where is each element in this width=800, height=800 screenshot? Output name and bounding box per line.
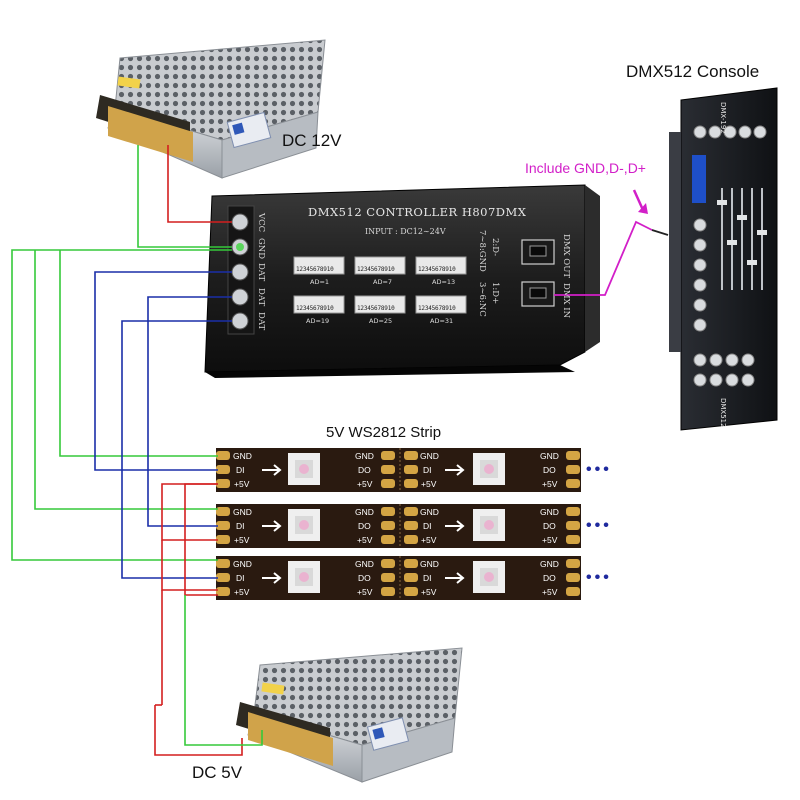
strip1-seg2-5v-in: +5V xyxy=(421,479,437,489)
dip-switches xyxy=(293,256,467,314)
strip3-seg2-5v-in: +5V xyxy=(421,587,437,597)
strip2-pin-do: DO xyxy=(358,521,371,531)
dmx-out-port xyxy=(521,239,555,265)
strip2-seg2-gnd-out: GND xyxy=(540,507,559,517)
label-dc12v: DC 12V xyxy=(282,131,342,150)
strip1-pin-gnd-in: GND xyxy=(233,451,252,461)
strip2-pin-5v-in: +5V xyxy=(234,535,250,545)
strip2-pin-gnd-out: GND xyxy=(355,507,374,517)
strip3-seg2-5v-out: +5V xyxy=(542,587,558,597)
pinout-gnd: 7∼8:GND xyxy=(477,230,487,272)
controller-title: DMX512 CONTROLLER H807DMX xyxy=(308,205,527,219)
dip-numbers-3: 12345678910 xyxy=(418,266,456,273)
label-strip: 5V WS2812 Strip xyxy=(326,424,442,441)
strip3-pin-di: DI xyxy=(236,573,245,583)
label-dc5v: DC 5V xyxy=(192,763,243,782)
address-label-19: AD=19 xyxy=(306,317,330,325)
strip3-seg2-gnd-out: GND xyxy=(540,559,559,569)
console-knobs xyxy=(693,125,767,387)
strip3-pin-gnd-in: GND xyxy=(233,559,252,569)
strip1-pin-do: DO xyxy=(358,465,371,475)
strip2-seg2-do: DO xyxy=(543,521,556,531)
strip2-seg2-di: DI xyxy=(423,521,432,531)
strip1-seg2-gnd-in: GND xyxy=(420,451,439,461)
strip1-seg2-gnd-out: GND xyxy=(540,451,559,461)
terminal-label-gnd: GND xyxy=(256,238,266,260)
strip1-pin-5v-out: +5V xyxy=(357,479,373,489)
address-label-25: AD=25 xyxy=(369,317,393,325)
strip1-pin-gnd-out: GND xyxy=(355,451,374,461)
label-dmx512-console: DMX512 Console xyxy=(626,62,760,81)
controller-input-rating: INPUT : DC12∼24V xyxy=(365,227,446,236)
dip-numbers-1: 12345678910 xyxy=(296,266,334,273)
strip1-pin-di: DI xyxy=(236,465,245,475)
terminal-label-dat2: DAT xyxy=(256,288,266,307)
dip-numbers-2: 12345678910 xyxy=(357,266,395,273)
strip2-seg2-gnd-in: GND xyxy=(420,507,439,517)
psu-12v xyxy=(96,39,326,179)
wire-gnd-green xyxy=(11,249,232,561)
label-include-pins: Include GND,D-,D+ xyxy=(525,160,646,176)
strip1-seg2-5v-out: +5V xyxy=(542,479,558,489)
dip-numbers-6: 12345678910 xyxy=(418,305,456,312)
strip3-pin-do: DO xyxy=(358,573,371,583)
console-model-bottom: DMX512 xyxy=(719,398,727,428)
dmx512-console xyxy=(669,87,778,431)
strip3-pin-gnd-out: GND xyxy=(355,559,374,569)
strip1-pin-5v-in: +5V xyxy=(234,479,250,489)
dmx-in-port xyxy=(521,281,555,307)
strip2-seg2-5v-out: +5V xyxy=(542,535,558,545)
psu-12v-terminal-block xyxy=(108,106,193,162)
wire-dmx-magenta xyxy=(554,220,669,296)
strip3-seg2-gnd-in: GND xyxy=(420,559,439,569)
strip2-seg2-5v-in: +5V xyxy=(421,535,437,545)
strip2-continuation: ••• xyxy=(586,517,612,534)
address-label-1: AD=1 xyxy=(310,278,330,286)
strip3-pin-5v-out: +5V xyxy=(357,587,373,597)
arrow-icon xyxy=(632,189,648,214)
address-label-7: AD=7 xyxy=(373,278,393,286)
wire-data-blue xyxy=(94,271,232,579)
wire-12v-red xyxy=(167,145,232,223)
dip-numbers-5: 12345678910 xyxy=(357,305,395,312)
dmx-out-label: DMX OUT xyxy=(561,234,571,279)
psu-5v xyxy=(236,647,463,783)
strip3-seg2-di: DI xyxy=(423,573,432,583)
terminal-label-dat3: DAT xyxy=(256,312,266,331)
strip1-seg2-do: DO xyxy=(543,465,556,475)
led-strip-2 xyxy=(216,504,581,548)
address-label-31: AD=31 xyxy=(430,317,454,325)
dmx-in-label: DMX IN xyxy=(561,283,571,319)
pinout-nc: 3∼6:NC xyxy=(477,282,487,317)
strip3-continuation: ••• xyxy=(586,569,612,586)
led-strip-3 xyxy=(216,556,581,600)
strip2-pin-gnd-in: GND xyxy=(233,507,252,517)
strip1-seg2-di: DI xyxy=(423,465,432,475)
pinout-d-plus: 1:D+ xyxy=(490,282,500,305)
terminal-label-vcc: VCC xyxy=(256,213,266,233)
strip3-pin-5v-in: +5V xyxy=(234,587,250,597)
pinout-d-minus: 2:D- xyxy=(490,238,500,257)
strip1-continuation: ••• xyxy=(586,461,612,478)
dip-numbers-4: 12345678910 xyxy=(296,305,334,312)
controller-terminal-block xyxy=(227,205,255,335)
strip2-pin-di: DI xyxy=(236,521,245,531)
strip3-seg2-do: DO xyxy=(543,573,556,583)
strip2-pin-5v-out: +5V xyxy=(357,535,373,545)
console-model-top: DMX-192 xyxy=(719,102,727,134)
led-strip-1 xyxy=(216,448,581,492)
terminal-label-dat1: DAT xyxy=(256,263,266,282)
wire-5v-green xyxy=(184,595,263,746)
dmx-controller xyxy=(204,184,600,378)
wire-12v-green xyxy=(137,145,232,248)
address-label-13: AD=13 xyxy=(432,278,456,286)
